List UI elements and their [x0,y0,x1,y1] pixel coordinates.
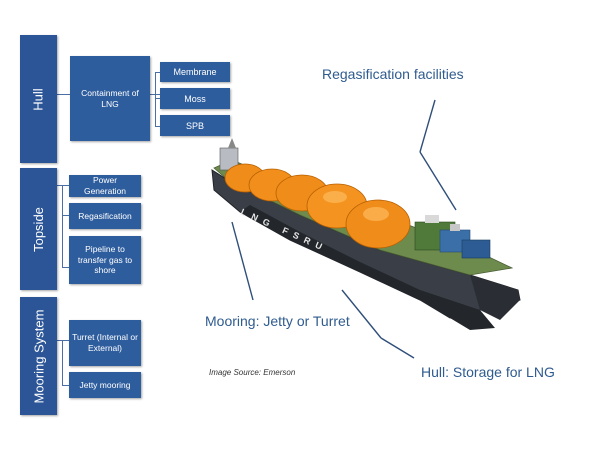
image-source: Image Source: Emerson [209,368,296,377]
regasification-box: Regasification [69,203,141,229]
callout-mooring: Mooring: Jetty or Turret [205,313,350,329]
membrane-label: Membrane [173,67,217,77]
connector [155,126,160,127]
membrane-box: Membrane [160,62,230,82]
category-hull: Hull [20,35,57,163]
power-generation-box: Power Generation [69,175,141,197]
jetty-mooring-box: Jetty mooring [69,372,141,398]
callout-hull: Hull: Storage for LNG [421,364,555,380]
regas-equipment [461,239,491,259]
connector [155,98,160,99]
containment-box: Containment of LNG [70,56,150,141]
turret-label: Turret (Internal or External) [72,332,138,353]
connector [62,340,63,386]
connector [62,385,69,386]
lng-tank-5 [345,199,411,249]
containment-label: Containment of LNG [81,87,139,109]
jetty-mooring-label: Jetty mooring [79,379,131,390]
category-mooring: Mooring System [20,297,57,415]
connector [155,72,160,73]
ship-lower-hull [240,205,495,330]
connector [62,267,69,268]
regas-equipment [450,224,460,231]
connector [62,185,63,268]
moss-box: Moss [160,88,230,109]
pipeline-box: Pipeline to transfer gas to shore [69,236,141,284]
connector [57,340,69,341]
regas-equipment [425,215,439,223]
connector [155,72,156,127]
pointer-hull [341,289,382,339]
pointer-regas [419,99,436,153]
tank-highlight [323,191,347,203]
pointer-hull [380,337,415,359]
pipeline-label: Pipeline to transfer gas to shore [77,244,133,276]
connector [57,94,70,95]
spb-box: SPB [160,115,230,136]
connector [62,215,69,216]
spb-label: SPB [185,120,204,131]
connector [57,185,69,186]
category-topside: Topside [20,168,57,290]
tank-highlight [363,207,389,221]
power-generation-label: Power Generation [83,175,127,196]
pointer-regas [419,151,457,211]
ship-mast [228,138,236,148]
turret-box: Turret (Internal or External) [69,320,141,366]
ship-bow [470,275,520,320]
moss-label: Moss [184,93,206,104]
pointer-mooring [231,221,254,301]
regasification-label: Regasification [78,210,132,221]
callout-regas: Regasification facilities [322,66,464,82]
